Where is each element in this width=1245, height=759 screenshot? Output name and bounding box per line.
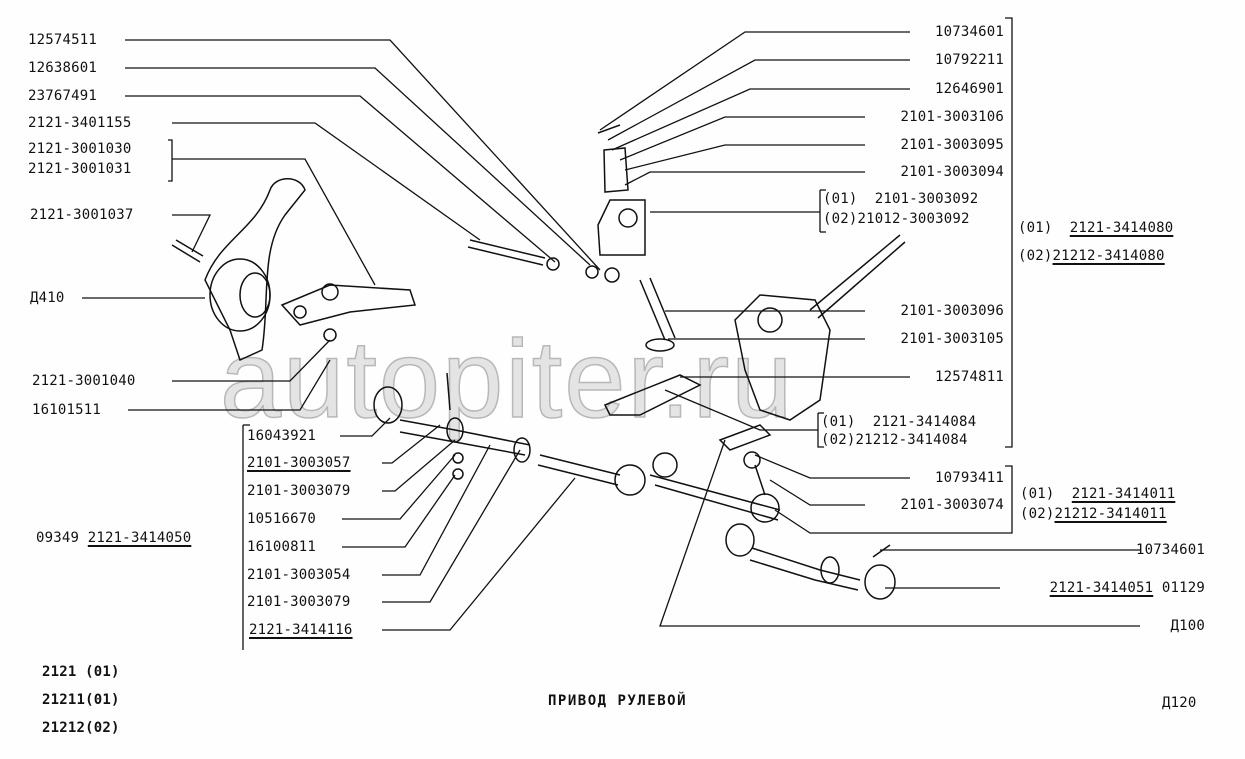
part-21212-3414080: 21212-3414080 — [1052, 248, 1165, 264]
label-2121-3001037: 2121-3001037 — [30, 207, 134, 223]
label-10793411: 10793411 — [934, 470, 1004, 486]
label-2121-3414116: 2121-3414116 — [249, 622, 353, 638]
label-2121-3001030: 2121-3001030 — [28, 141, 132, 157]
label-16100811: 16100811 — [247, 539, 317, 555]
label-16101511: 16101511 — [32, 402, 102, 418]
prefix-01: (01) — [1020, 486, 1072, 502]
part-21212-3414011: 21212-3414011 — [1054, 506, 1167, 522]
label-2101-3003095: 2101-3003095 — [900, 137, 1004, 153]
label-2101-3003079: 2101-3003079 — [247, 483, 351, 499]
prefix-02: (02) — [1020, 506, 1055, 522]
part-2121-3414051: 2121-3414051 — [1049, 580, 1154, 596]
assembly-3414080-02: (02)21212-3414080 — [1018, 248, 1165, 264]
prefix-02: (02) — [1018, 248, 1053, 264]
label-02-21012-3003092: (02)21012-3003092 — [823, 211, 970, 227]
parts-outlines — [171, 124, 906, 600]
label-2121-3414051: 2121-3414051 01129 — [990, 580, 1205, 596]
label-12574511: 12574511 — [28, 32, 98, 48]
assembly-3414080-01: (01) 2121-3414080 — [1018, 220, 1173, 236]
label-2101-3003079-b: 2101-3003079 — [247, 594, 351, 610]
label-2101-3003096: 2101-3003096 — [900, 303, 1004, 319]
label-2121-3401155: 2121-3401155 — [28, 115, 132, 131]
part-2121-3414011: 2121-3414011 — [1071, 486, 1176, 502]
sheet-code: Д120 — [1162, 695, 1197, 711]
model-21212: 21212(02) — [42, 720, 120, 736]
label-2101-3003106: 2101-3003106 — [900, 109, 1004, 125]
tie-rod-prefix: 09349 — [36, 530, 80, 546]
label-01-2101-3003092: (01) 2101-3003092 — [823, 191, 979, 207]
model-21211: 21211(01) — [42, 692, 120, 708]
label-2101-3003094: 2101-3003094 — [900, 164, 1004, 180]
label-d100: Д100 — [1170, 618, 1205, 634]
label-2121-3001031: 2121-3001031 — [28, 161, 132, 177]
label-12574811: 12574811 — [934, 369, 1004, 385]
label-d410: Д410 — [30, 290, 65, 306]
leader-lines-left — [82, 39, 601, 650]
label-02-21212-3414084: (02)21212-3414084 — [821, 432, 968, 448]
part-2121-3414080: 2121-3414080 — [1069, 220, 1174, 236]
label-12638601: 12638601 — [28, 60, 98, 76]
label-10516670: 10516670 — [247, 511, 317, 527]
tie-rod-assembly: 09349 2121-3414050 — [36, 530, 191, 546]
label-10734601-b: 10734601 — [1135, 542, 1205, 558]
page-title: ПРИВОД РУЛЕВОЙ — [548, 693, 688, 709]
label-10792211: 10792211 — [934, 52, 1004, 68]
prefix-01: (01) — [1018, 220, 1070, 236]
label-23767491: 23767491 — [28, 88, 98, 104]
model-2121: 2121 (01) — [42, 664, 120, 680]
assembly-3414011-01: (01) 2121-3414011 — [1020, 486, 1175, 502]
label-01-2121-3414084: (01) 2121-3414084 — [821, 414, 977, 430]
label-2101-3003057: 2101-3003057 — [247, 455, 351, 471]
suffix-01129: 01129 — [1153, 580, 1205, 596]
leader-lines-right — [599, 17, 1140, 627]
assembly-3414011-02: (02)21212-3414011 — [1020, 506, 1167, 522]
label-2101-3003074: 2101-3003074 — [900, 497, 1004, 513]
tie-rod-assembly-number: 2121-3414050 — [87, 530, 192, 546]
label-12646901: 12646901 — [934, 81, 1004, 97]
label-2121-3001040: 2121-3001040 — [32, 373, 136, 389]
label-2101-3003054: 2101-3003054 — [247, 567, 351, 583]
label-10734601: 10734601 — [934, 24, 1004, 40]
label-2101-3003105: 2101-3003105 — [900, 331, 1004, 347]
label-16043921: 16043921 — [247, 428, 317, 444]
